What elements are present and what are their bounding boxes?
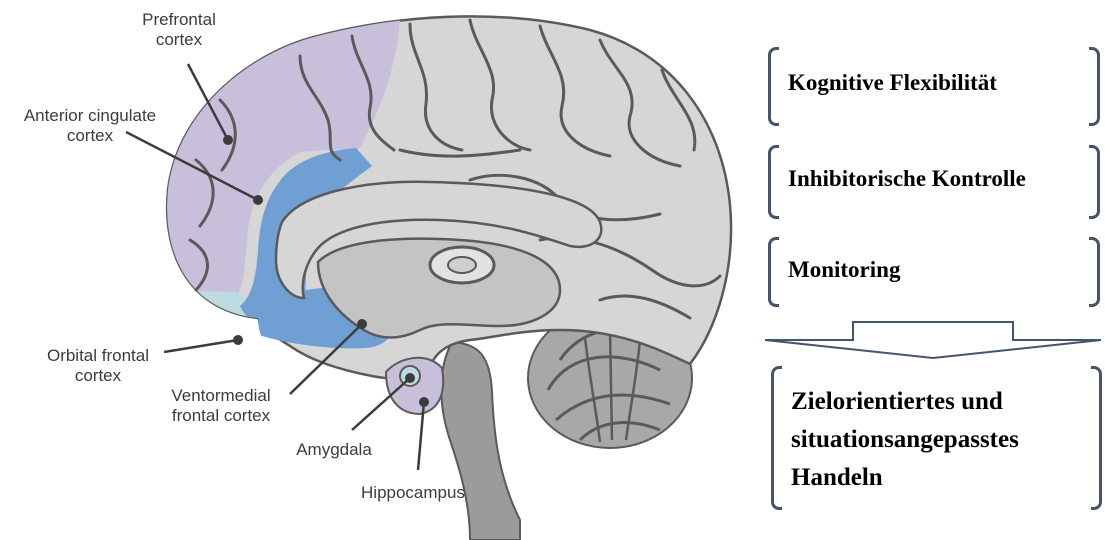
function-box-cognitive-flexibility: Kognitive Flexibilität [768, 47, 1100, 126]
label-hippocampus: Hippocampus [350, 483, 476, 503]
label-orbital-frontal-cortex: Orbital frontal cortex [36, 346, 160, 386]
function-label: Kognitive Flexibilität [788, 70, 997, 96]
bracket-left [771, 366, 782, 510]
label-prefrontal-cortex: Prefrontal cortex [134, 10, 224, 50]
outcome-line-1: Zielorientiertes und [791, 388, 1003, 416]
function-label: Inhibitorische Kontrolle [788, 166, 1026, 192]
outcome-box: Zielorientiertes und situationsangepasst… [771, 366, 1102, 510]
bracket-right [1089, 237, 1100, 307]
bracket-right [1089, 145, 1100, 219]
bracket-right [1091, 366, 1102, 510]
outcome-line-3: Handeln [791, 464, 883, 492]
down-arrow-icon [763, 320, 1103, 360]
label-ventromedial-frontal-cortex: Ventormedial frontal cortex [156, 386, 286, 426]
bracket-left [768, 47, 779, 126]
bracket-left [768, 237, 779, 307]
function-label: Monitoring [788, 257, 900, 283]
label-amygdala: Amygdala [284, 440, 384, 460]
brainstem [441, 342, 520, 540]
bracket-left [768, 145, 779, 219]
outcome-line-2: situationsangepasstes [791, 426, 1019, 454]
function-box-monitoring: Monitoring [768, 237, 1100, 307]
bracket-right [1089, 47, 1100, 126]
function-box-inhibitory-control: Inhibitorische Kontrolle [768, 145, 1100, 219]
label-anterior-cingulate-cortex: Anterior cingulate cortex [10, 106, 170, 146]
